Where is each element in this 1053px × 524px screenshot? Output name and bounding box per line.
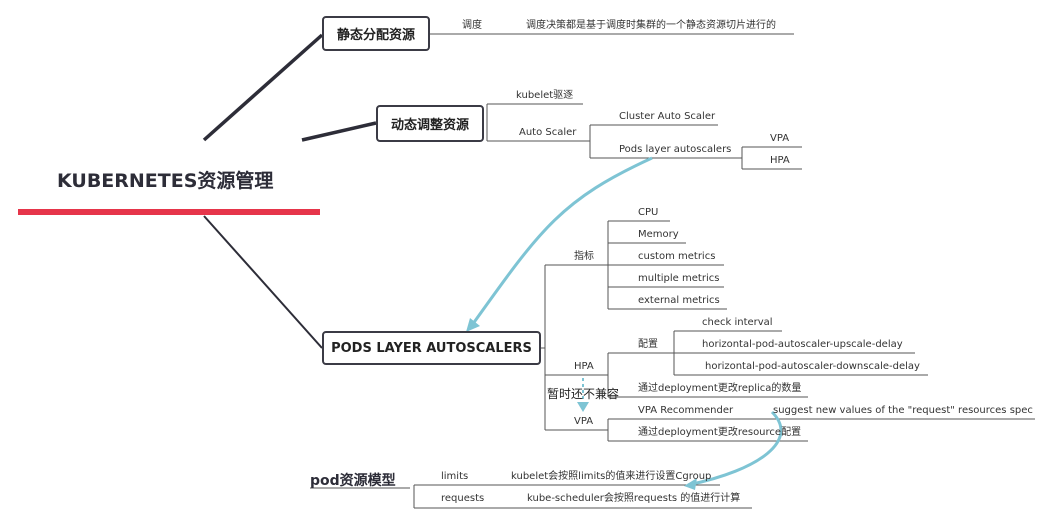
metric-external[interactable]: external metrics (638, 295, 720, 306)
vpa-node[interactable]: VPA (770, 133, 790, 144)
kubelet-eviction-node[interactable]: kubelet驱逐 (516, 90, 574, 101)
hpa-replica-node[interactable]: 通过deployment更改replica的数量 (638, 383, 802, 394)
metric-custom[interactable]: custom metrics (638, 251, 716, 262)
root-title[interactable]: KUBERNETES资源管理 (57, 170, 274, 192)
relation-arrow-pods (468, 156, 653, 329)
limits-detail-node[interactable]: kubelet会按照limits的值来进行设置Cgroup (511, 471, 712, 482)
config-upscale-delay[interactable]: horizontal-pod-autoscaler-upscale-delay (702, 339, 903, 350)
pods-connector (541, 265, 546, 430)
branch-line-pods (203, 215, 323, 349)
vpa-branch-node[interactable]: VPA (574, 416, 594, 427)
relation-arrow-suggest (687, 410, 783, 487)
requests-node[interactable]: requests (441, 493, 485, 504)
incompatible-note: 暂时还不兼容 (547, 387, 620, 401)
root-accent-bar (18, 209, 320, 215)
limits-node[interactable]: limits (441, 471, 469, 482)
metric-multiple[interactable]: multiple metrics (638, 273, 720, 284)
config-downscale-delay[interactable]: horizontal-pod-autoscaler-downscale-dela… (705, 361, 920, 372)
metric-memory[interactable]: Memory (638, 229, 679, 240)
dynamic-adjustment-node[interactable]: 动态调整资源 (376, 105, 484, 142)
pods-layer-autoscalers-node[interactable]: Pods layer autoscalers (619, 144, 732, 155)
requests-detail-node[interactable]: kube-scheduler会按照requests 的值进行计算 (527, 493, 741, 504)
hpa-branch-node[interactable]: HPA (574, 361, 594, 372)
vpa-resource-node[interactable]: 通过deployment更改resource配置 (638, 427, 802, 438)
metric-cpu[interactable]: CPU (638, 207, 659, 218)
config-check-interval[interactable]: check interval (702, 317, 773, 328)
auto-scaler-node[interactable]: Auto Scaler (519, 127, 577, 138)
pods-layer-autoscalers-box[interactable]: PODS LAYER AUTOSCALERS (322, 331, 541, 365)
vpa-recommender-node[interactable]: VPA Recommender (638, 405, 734, 416)
relation-arrowhead-incompatible (577, 402, 589, 412)
static-detail-node[interactable]: 调度决策都是基于调度时集群的一个静态资源切片进行的 (526, 20, 776, 31)
config-node[interactable]: 配置 (638, 339, 658, 350)
metrics-node[interactable]: 指标 (574, 251, 594, 262)
relation-arrowhead-pods (466, 318, 480, 332)
branch-line-dynamic (301, 121, 377, 142)
static-allocation-node[interactable]: 静态分配资源 (322, 16, 430, 51)
static-child-node[interactable]: 调度 (462, 20, 482, 31)
branch-line-static (202, 33, 324, 142)
pod-model-node[interactable]: pod资源模型 (310, 473, 396, 489)
relation-arrowhead-suggest (684, 478, 697, 490)
vpa-suggest-node[interactable]: suggest new values of the "request" reso… (773, 405, 1033, 416)
hpa-node[interactable]: HPA (770, 155, 790, 166)
cluster-autoscaler-node[interactable]: Cluster Auto Scaler (619, 111, 716, 122)
